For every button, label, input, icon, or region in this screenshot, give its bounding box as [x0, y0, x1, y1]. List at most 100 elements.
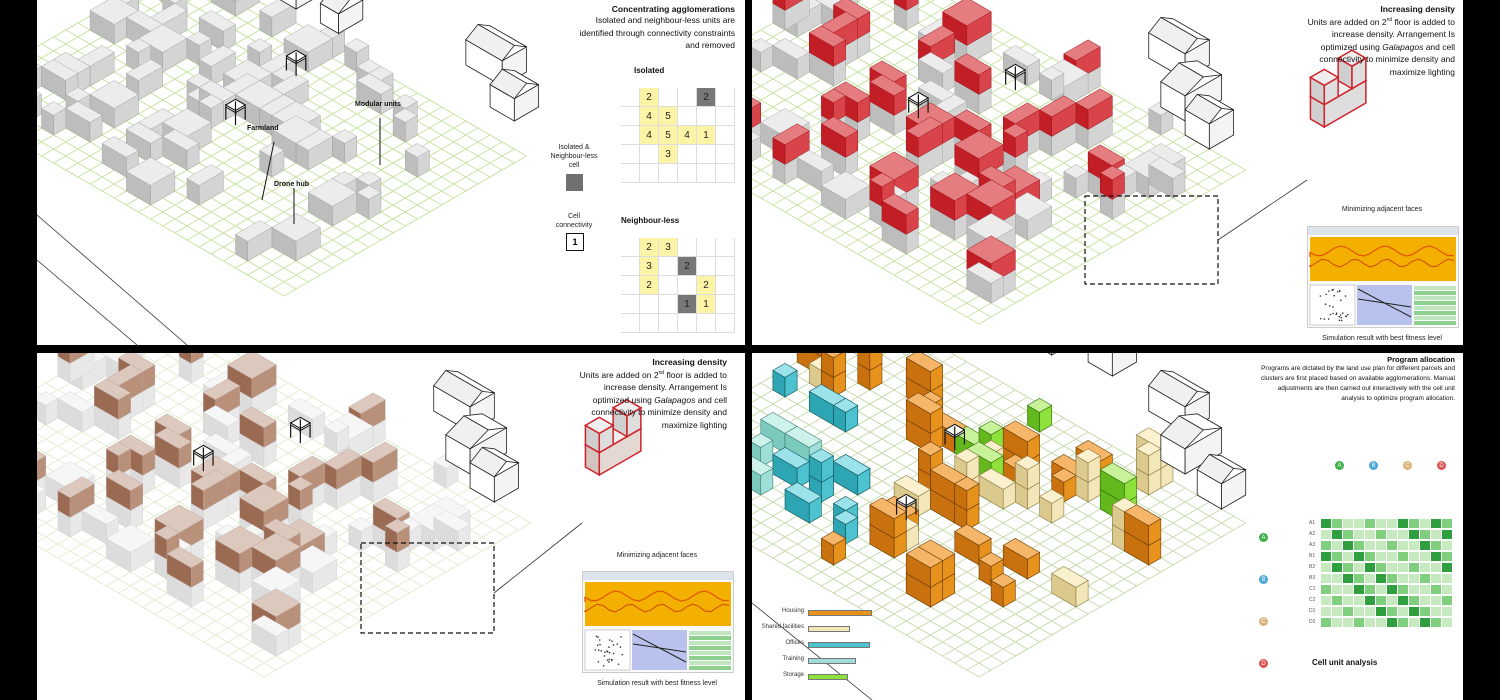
connectivity-cell: [640, 145, 659, 164]
connectivity-cell: 5: [659, 107, 678, 126]
analysis-cell: [1343, 596, 1353, 605]
row-code: A2: [1309, 531, 1315, 537]
connectivity-cell: [621, 107, 640, 126]
analysis-cell: [1354, 552, 1364, 561]
row-code: B1: [1309, 553, 1315, 559]
analysis-cell: [1420, 596, 1430, 605]
connectivity-cell: [716, 257, 735, 276]
connectivity-cell: 5: [659, 126, 678, 145]
analysis-cell: [1376, 618, 1386, 627]
analysis-cell: [1420, 552, 1430, 561]
analysis-cell: [1321, 607, 1331, 616]
analysis-cell: [1409, 552, 1419, 561]
connectivity-cell: [640, 314, 659, 333]
connectivity-cell: [716, 276, 735, 295]
isometric-site-plan: [37, 0, 557, 345]
farmland-label: Farmland: [247, 125, 279, 132]
connectivity-cell: [678, 164, 697, 183]
analysis-cell: [1321, 530, 1331, 539]
row-code: C1: [1309, 586, 1315, 592]
panel4-description: Programs are dictated by the land use pl…: [1255, 364, 1455, 404]
connectivity-cell: [678, 238, 697, 257]
connectivity-cell: [697, 238, 716, 257]
connectivity-cell: [716, 107, 735, 126]
connectivity-cell: 4: [640, 126, 659, 145]
analysis-cell: [1343, 563, 1353, 572]
analysis-cell: [1332, 519, 1342, 528]
legend-label: Housing: [752, 608, 804, 614]
group-badge: B: [1369, 461, 1378, 470]
analysis-cell: [1442, 574, 1452, 583]
connectivity-legend-box: 1: [566, 233, 584, 251]
analysis-cell: [1420, 618, 1430, 627]
neighbourless-grid: 23322211: [621, 238, 735, 333]
legend-bar: [808, 626, 850, 632]
connectivity-cell: [659, 314, 678, 333]
connectivity-cell: [659, 88, 678, 107]
analysis-cell: [1409, 541, 1419, 550]
analysis-cell: [1409, 596, 1419, 605]
analysis-cell: [1321, 563, 1331, 572]
analysis-cell: [1431, 596, 1441, 605]
connectivity-cell: [621, 164, 640, 183]
connectivity-cell: [659, 257, 678, 276]
panel4-title: Program allocation: [1235, 355, 1455, 364]
group-badge: D: [1437, 461, 1446, 470]
analysis-cell: [1431, 519, 1441, 528]
analysis-cell: [1321, 552, 1331, 561]
analysis-cell: [1354, 607, 1364, 616]
analysis-cell: [1332, 530, 1342, 539]
analysis-cell: [1354, 541, 1364, 550]
cell-unit-analysis-table: AABBCCDDA1A2A3B1B2B3C1C2D1D2: [1257, 453, 1457, 653]
connectivity-cell: 2: [697, 88, 716, 107]
connectivity-cell: [678, 107, 697, 126]
analysis-cell: [1420, 563, 1430, 572]
analysis-cell: [1431, 618, 1441, 627]
zoom-selection-box: [361, 543, 494, 633]
analysis-cell: [1398, 574, 1408, 583]
analysis-cell: [1365, 574, 1375, 583]
analysis-cell: [1343, 530, 1353, 539]
analysis-cell: [1442, 519, 1452, 528]
analysis-cell: [1431, 530, 1441, 539]
analysis-cell: [1365, 563, 1375, 572]
analysis-cell: [1376, 596, 1386, 605]
analysis-cell: [1343, 574, 1353, 583]
connectivity-cell: 2: [640, 276, 659, 295]
connectivity-cell: [697, 164, 716, 183]
analysis-cell: [1431, 607, 1441, 616]
analysis-cell: [1321, 585, 1331, 594]
analysis-cell: [1376, 574, 1386, 583]
analysis-cell: [1376, 563, 1386, 572]
table-caption: Cell unit analysis: [1312, 658, 1377, 667]
analysis-cell: [1409, 530, 1419, 539]
analysis-cell: [1321, 574, 1331, 583]
analysis-cell: [1409, 618, 1419, 627]
analysis-cell: [1365, 596, 1375, 605]
panel3-title: Increasing density: [507, 357, 727, 367]
analysis-cell: [1321, 596, 1331, 605]
analysis-cell: [1376, 585, 1386, 594]
isolated-grid: 224545413: [621, 88, 735, 183]
analysis-cell: [1343, 519, 1353, 528]
analysis-cell: [1332, 618, 1342, 627]
analysis-cell: [1321, 541, 1331, 550]
analysis-cell: [1431, 541, 1441, 550]
connectivity-cell: [716, 145, 735, 164]
legend-label: Storage: [752, 672, 804, 678]
connectivity-cell: 4: [640, 107, 659, 126]
panel1-description: Isolated and neighbour-less units are id…: [565, 14, 735, 52]
connectivity-cell: 1: [697, 295, 716, 314]
connectivity-cell: 2: [640, 88, 659, 107]
analysis-cell: [1343, 607, 1353, 616]
connectivity-cell: [621, 314, 640, 333]
panel3-faces-caption: Minimizing adjacent faces: [582, 552, 732, 559]
analysis-cell: [1343, 585, 1353, 594]
analysis-cell: [1332, 541, 1342, 550]
analysis-cell: [1354, 563, 1364, 572]
analysis-cell: [1409, 585, 1419, 594]
analysis-cell: [1431, 563, 1441, 572]
modular-units-label: Modular units: [355, 101, 401, 108]
connectivity-cell: 3: [640, 257, 659, 276]
analysis-cell: [1398, 585, 1408, 594]
